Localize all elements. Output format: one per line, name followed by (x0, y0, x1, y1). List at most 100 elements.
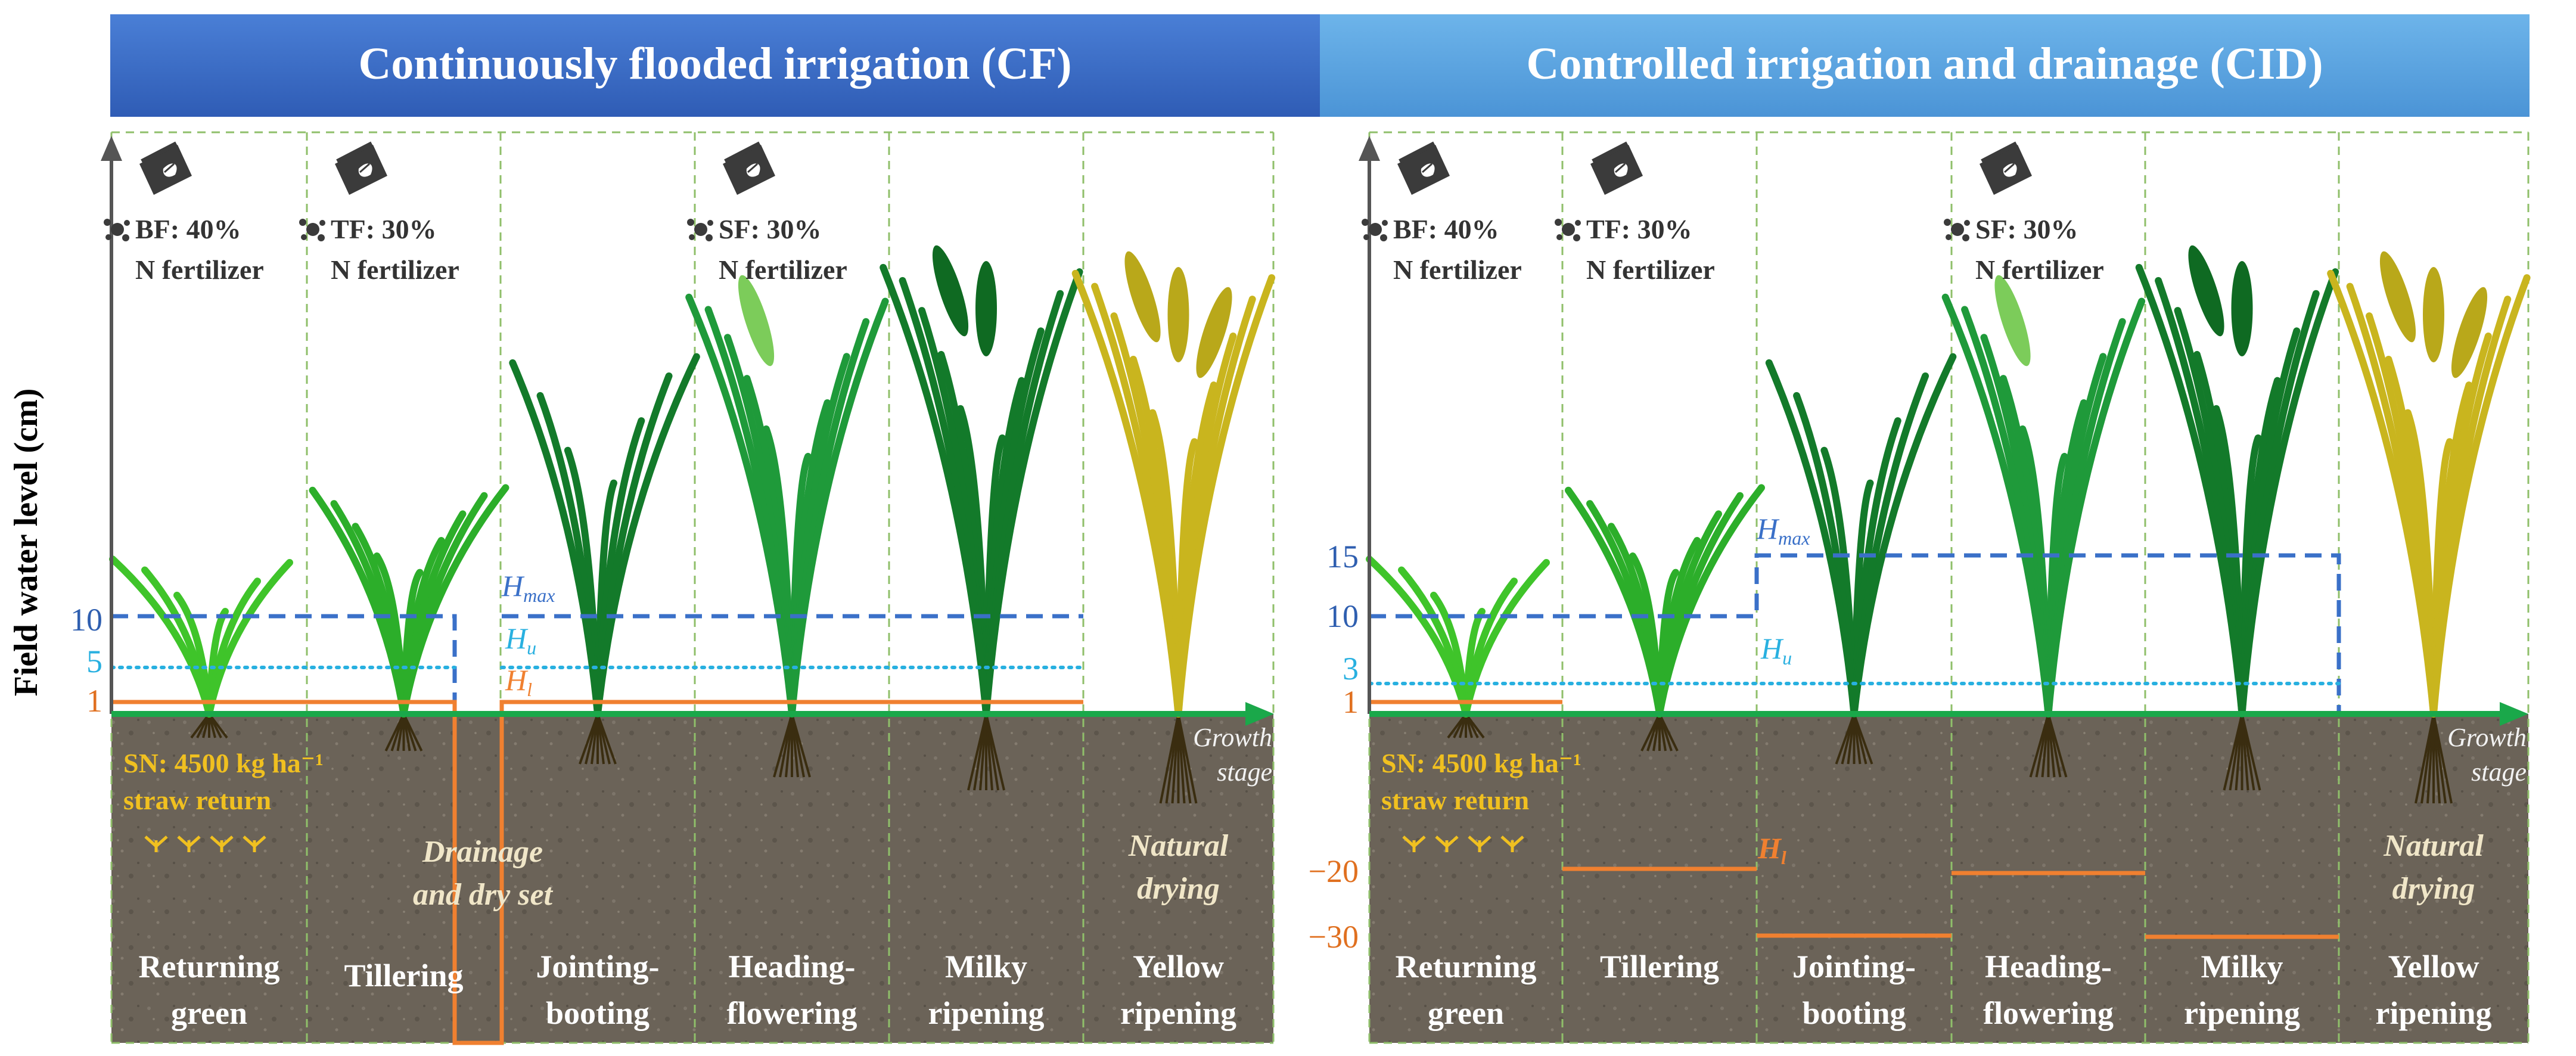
cid-fertilizer-bag-icon (1397, 144, 1450, 195)
cf-tf-n-label: N fertilizer (331, 254, 459, 285)
cf-fertilizer-bag-icon (139, 144, 192, 195)
cf-straw-icon (177, 836, 201, 852)
cf-natural-drying: Natural (1128, 829, 1229, 863)
cf-plant-leaf (1174, 274, 1276, 718)
cf-granule-icon (299, 219, 325, 241)
cf-plant-5 (1071, 251, 1276, 804)
cf-plant-leaf (309, 486, 408, 718)
cid-fertilizer-bag-icon (1590, 144, 1643, 195)
cf-stage-label-5: Yellow (1133, 949, 1224, 984)
cid-straw-icon (1468, 836, 1491, 852)
cf-y-axis-arrow (101, 136, 122, 161)
y-axis-label: Field water level (cm) (8, 389, 45, 697)
cid-tick-3: 3 (1343, 651, 1359, 687)
cid-straw-icon (1435, 836, 1459, 852)
cf-plant-leaf (983, 268, 1083, 718)
cf-plant-root (985, 713, 1005, 791)
cf-stage-label-2: Jointing- (536, 949, 659, 984)
cid-sf-n-label: N fertilizer (1975, 254, 2104, 285)
cf-stage-label-2-2: booting (546, 995, 650, 1031)
cid-plant-root (1853, 713, 1873, 765)
cid-natural-drying: Natural (2383, 829, 2484, 863)
cid-plant-leaf (2044, 297, 2146, 718)
cf-sf-label: SF: 30% (719, 214, 822, 244)
cf-straw-label-2: straw return (123, 785, 271, 815)
cid-plant-panicle (2231, 261, 2253, 356)
cf-hmax-label: Hmax (501, 569, 555, 606)
cid-stage-label-3-2: flowering (1983, 995, 2114, 1031)
cid-plant-leaf (2327, 269, 2437, 718)
cid-straw-icon (1500, 836, 1524, 852)
cf-sf-n-label: N fertilizer (719, 254, 847, 285)
cid-tf-label: TF: 30% (1586, 214, 1692, 244)
cid-hl-label: Hl (1757, 831, 1786, 868)
cid-straw-label-2: straw return (1381, 785, 1529, 815)
cid-plant-panicle (1994, 275, 2031, 367)
cf-plant-panicle (1124, 251, 1161, 343)
cid-stage-label-0: Returning (1395, 949, 1536, 984)
cf-plant-4 (880, 245, 1083, 791)
cf-plant-3 (685, 275, 889, 778)
cf-plant-2 (509, 353, 700, 765)
cid-plant-leaf (1941, 293, 2052, 718)
cf-plant-leaf (400, 484, 509, 718)
cid-header (1320, 14, 2530, 117)
cf-stage-label-5-2: ripening (1120, 995, 1236, 1031)
cid-tick-1: 1 (1343, 684, 1359, 720)
cid-straw-label: SN: 4500 kg ha⁻¹ (1381, 748, 1581, 778)
cf-plant-leaf (509, 359, 601, 718)
cid-straw-icon (1402, 836, 1426, 852)
cf-hmax-line (111, 614, 457, 714)
cf-hu-label: Hu (505, 622, 536, 659)
cf-tick-hmax: 10 (70, 602, 102, 638)
cid-plant-4 (2135, 245, 2339, 791)
cid-stage-label-5-2: ripening (2375, 995, 2491, 1031)
cid-y-axis-arrow (1359, 136, 1380, 161)
cid-natural-drying-2: drying (2392, 872, 2475, 906)
cf-straw-icon (243, 836, 266, 852)
cf-plant-leaf (880, 263, 990, 718)
cid-granule-icon (1944, 219, 1970, 241)
cf-bf-n-label: N fertilizer (135, 254, 264, 285)
cid-plant-panicle (2188, 245, 2224, 337)
cf-fertilizer-bag-icon (335, 144, 387, 195)
cf-plant-leaf (594, 353, 700, 718)
cid-hmax-label: Hmax (1756, 512, 1810, 549)
cf-header (110, 14, 1320, 117)
cid-tick-10: 10 (1326, 598, 1359, 634)
cid-tick-minus20: −20 (1309, 853, 1359, 889)
cf-stage-label-4: Milky (945, 949, 1027, 984)
cid-plant-leaf (1366, 555, 1469, 718)
cf-plant-leaf (206, 558, 293, 718)
cid-plant-leaf (2430, 274, 2531, 718)
cid-plant-5 (2327, 251, 2531, 804)
cf-plant-panicle (1196, 287, 1232, 378)
cid-stage-label-2-2: booting (1802, 995, 1906, 1031)
cid-title: Controlled irrigation and drainage (CID) (1526, 39, 2323, 89)
cid-tf-n-label: N fertilizer (1586, 254, 1715, 285)
cid-stage-label-0-2: green (1428, 995, 1504, 1031)
cid-plant-leaf (1850, 353, 1957, 718)
cf-growth-axis-arrow (1245, 702, 1274, 726)
cid-plant-leaf (1765, 359, 1858, 718)
cid-stage-label-5: Yellow (2388, 949, 2479, 984)
cf-plant-panicle (1167, 267, 1189, 362)
cf-granule-icon (104, 219, 130, 241)
cid-hu-label: Hu (1760, 632, 1792, 669)
cf-plant-root (1177, 713, 1198, 804)
cf-plant-panicle (738, 275, 775, 367)
cf-tf-label: TF: 30% (331, 214, 437, 244)
cid-sf-label: SF: 30% (1975, 214, 2078, 244)
cf-plant-leaf (1071, 269, 1182, 718)
cid-plant-3 (1941, 275, 2146, 778)
cf-plant-leaf (788, 297, 889, 718)
cid-plant-leaf (2135, 263, 2246, 718)
cid-plant-panicle (2379, 251, 2416, 343)
cf-straw-icon (210, 836, 234, 852)
cid-growth-axis-arrow (2500, 702, 2528, 726)
cf-stage-label-4-2: ripening (928, 995, 1044, 1031)
cf-stage-label-3-2: flowering (727, 995, 857, 1031)
cid-plant-root (1658, 713, 1679, 751)
cid-plant-root (2047, 713, 2068, 778)
cf-straw-label: SN: 4500 kg ha⁻¹ (123, 748, 324, 778)
